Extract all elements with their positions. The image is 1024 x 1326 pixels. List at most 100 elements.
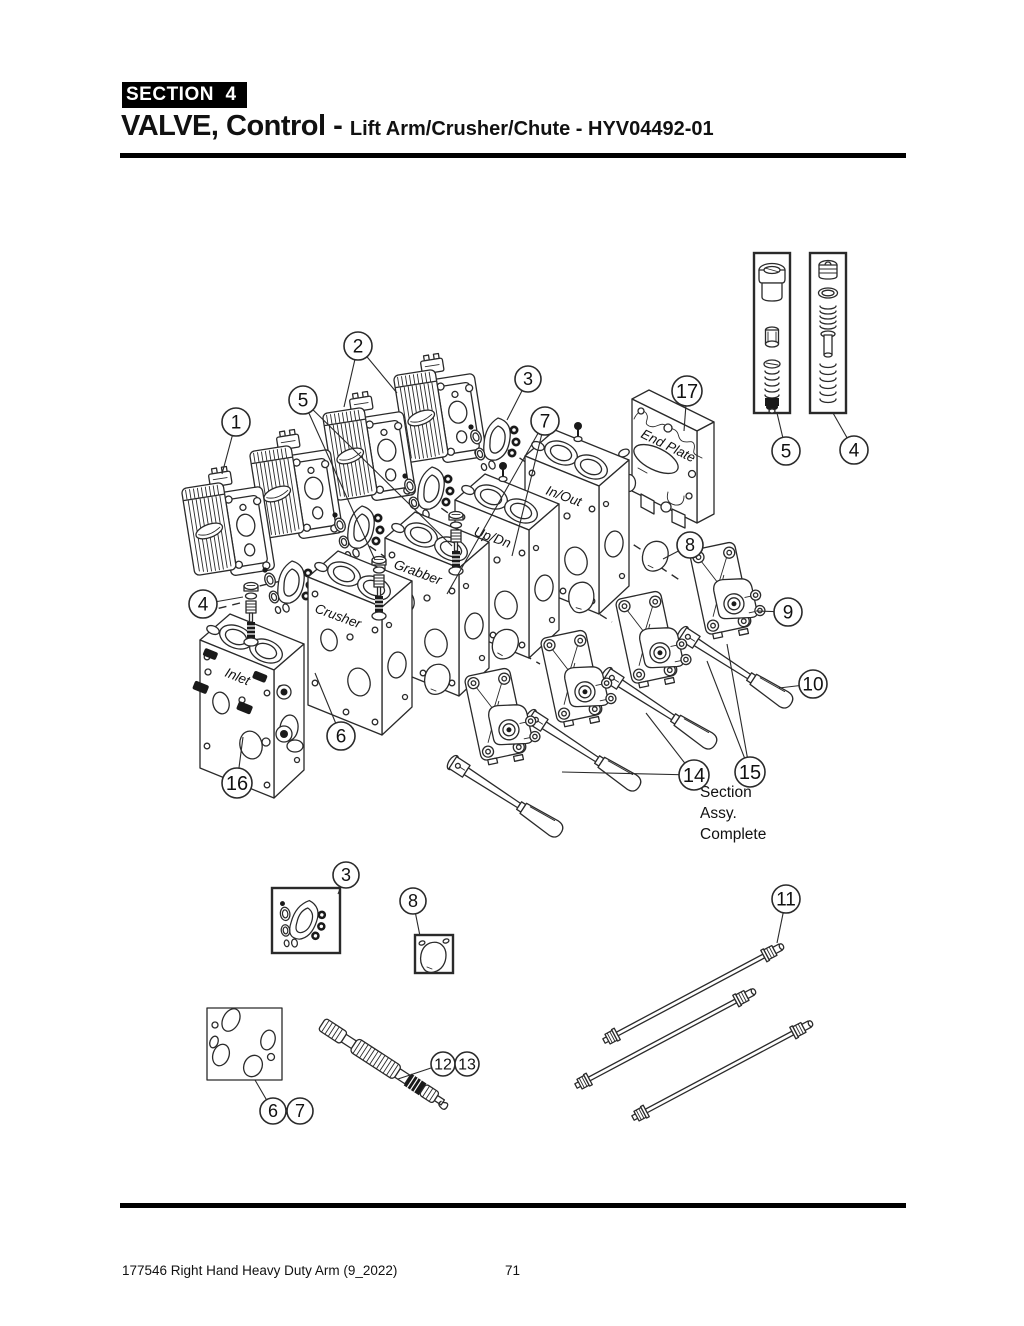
page-title-sub: Lift Arm/Crusher/Chute - HYV04492-01	[349, 118, 714, 140]
callout-number: 10	[802, 674, 823, 695]
valve-block-inlet	[192, 613, 305, 799]
control-lever-2	[522, 706, 645, 795]
assembly-note-line: Assy.	[700, 805, 737, 822]
callout-circle	[771, 436, 801, 466]
callout-1: 1	[221, 407, 251, 475]
callout-6: 6	[314, 672, 356, 751]
callout-number: 7	[295, 1101, 305, 1121]
callout-circle	[332, 861, 360, 889]
callout-circle	[671, 375, 703, 407]
callout-number: 5	[781, 441, 792, 462]
tie-rod-2	[572, 984, 759, 1093]
callout-4: 4	[832, 412, 869, 465]
small-plug	[498, 461, 508, 483]
callout-number: 7	[540, 411, 551, 432]
callout-number: 4	[198, 594, 209, 615]
callout-number: 15	[739, 762, 761, 784]
callout-circle	[286, 1097, 314, 1125]
end-plate	[618, 389, 715, 529]
callout-circle	[288, 385, 318, 415]
callout-circle	[221, 767, 253, 799]
lever-bracket-2	[539, 625, 621, 731]
callout-circle	[530, 406, 560, 436]
callout-5: 5	[288, 385, 453, 561]
seal-box-8	[413, 933, 455, 975]
callout-number: 16	[226, 773, 248, 795]
callout-7: 7	[286, 1097, 314, 1125]
callout-number: 3	[341, 865, 351, 885]
callout-15: 15	[706, 643, 766, 788]
control-lever-1	[444, 752, 567, 841]
section-badge: SECTION 4	[122, 82, 247, 108]
spool-spring-assembly	[318, 1018, 449, 1110]
callout-circle	[773, 597, 803, 627]
small-plug	[573, 421, 583, 443]
callout-13: 13	[454, 1051, 480, 1077]
callout-number: 8	[408, 891, 418, 911]
callout-circle	[399, 887, 427, 915]
callout-8: 8	[399, 887, 427, 937]
callout-number: 4	[849, 440, 860, 461]
lever-bracket-4	[688, 537, 770, 643]
callout-circle	[326, 721, 356, 751]
valve-block-crusher	[307, 550, 413, 736]
callout-number: 2	[353, 336, 364, 357]
tie-rod-3	[629, 1016, 816, 1125]
callout-number: 8	[685, 535, 695, 555]
assembly-note-line: Complete	[700, 826, 766, 843]
callout-10: 10	[778, 669, 828, 699]
callout-number: 9	[783, 602, 794, 623]
footer-doc-ref: 177546 Right Hand Heavy Duty Arm (9_2022…	[122, 1263, 398, 1278]
callout-circle	[676, 531, 704, 559]
service-kit-5	[752, 251, 792, 415]
service-kit-4	[808, 251, 848, 415]
callout-14: 14	[561, 712, 710, 791]
callout-number: 3	[523, 369, 533, 389]
callout-circle	[259, 1097, 287, 1125]
callout-17: 17	[671, 375, 703, 432]
tie-rod-1	[600, 939, 787, 1048]
callout-9: 9	[755, 597, 803, 627]
callout-number: 6	[336, 726, 347, 747]
control-lever-4	[674, 623, 797, 712]
callout-11: 11	[771, 884, 801, 944]
callout-number: 6	[268, 1101, 278, 1121]
teardrop-seal	[423, 663, 451, 696]
callout-circle	[454, 1051, 480, 1077]
teardrop-seal	[640, 539, 670, 574]
callout-2: 2	[343, 331, 398, 408]
callout-3: 3	[332, 861, 360, 895]
callout-circle	[678, 759, 710, 791]
callout-circle	[771, 884, 801, 914]
assembly-note-line: Section	[700, 784, 752, 801]
callout-circle	[221, 407, 251, 437]
footer-page-number: 71	[505, 1263, 521, 1278]
callout-5: 5	[771, 412, 801, 466]
callout-7: 7	[446, 406, 560, 595]
callout-number: 12	[434, 1057, 452, 1074]
callout-number: 14	[683, 765, 705, 787]
callout-circle	[188, 589, 218, 619]
lever-bracket-1	[463, 663, 545, 769]
header-rule	[120, 153, 906, 158]
callout-circle	[343, 331, 373, 361]
callout-number: 11	[776, 889, 796, 910]
callout-3: 3	[506, 365, 542, 421]
callout-8: 8	[662, 531, 704, 560]
callout-number: 5	[298, 390, 309, 411]
callout-4: 4	[188, 589, 244, 619]
callout-6: 6	[254, 1079, 287, 1125]
callout-circle	[839, 435, 869, 465]
lever-bracket-3	[614, 586, 696, 692]
callout-number: 17	[676, 381, 698, 403]
callout-number: 1	[231, 412, 242, 433]
callout-circle	[734, 756, 766, 788]
o-ring-plate	[206, 1007, 283, 1081]
page-title: VALVE, Control - Lift Arm/Crusher/Chute …	[121, 110, 714, 143]
page-title-main: VALVE, Control -	[121, 110, 350, 142]
callout-circle	[514, 365, 542, 393]
